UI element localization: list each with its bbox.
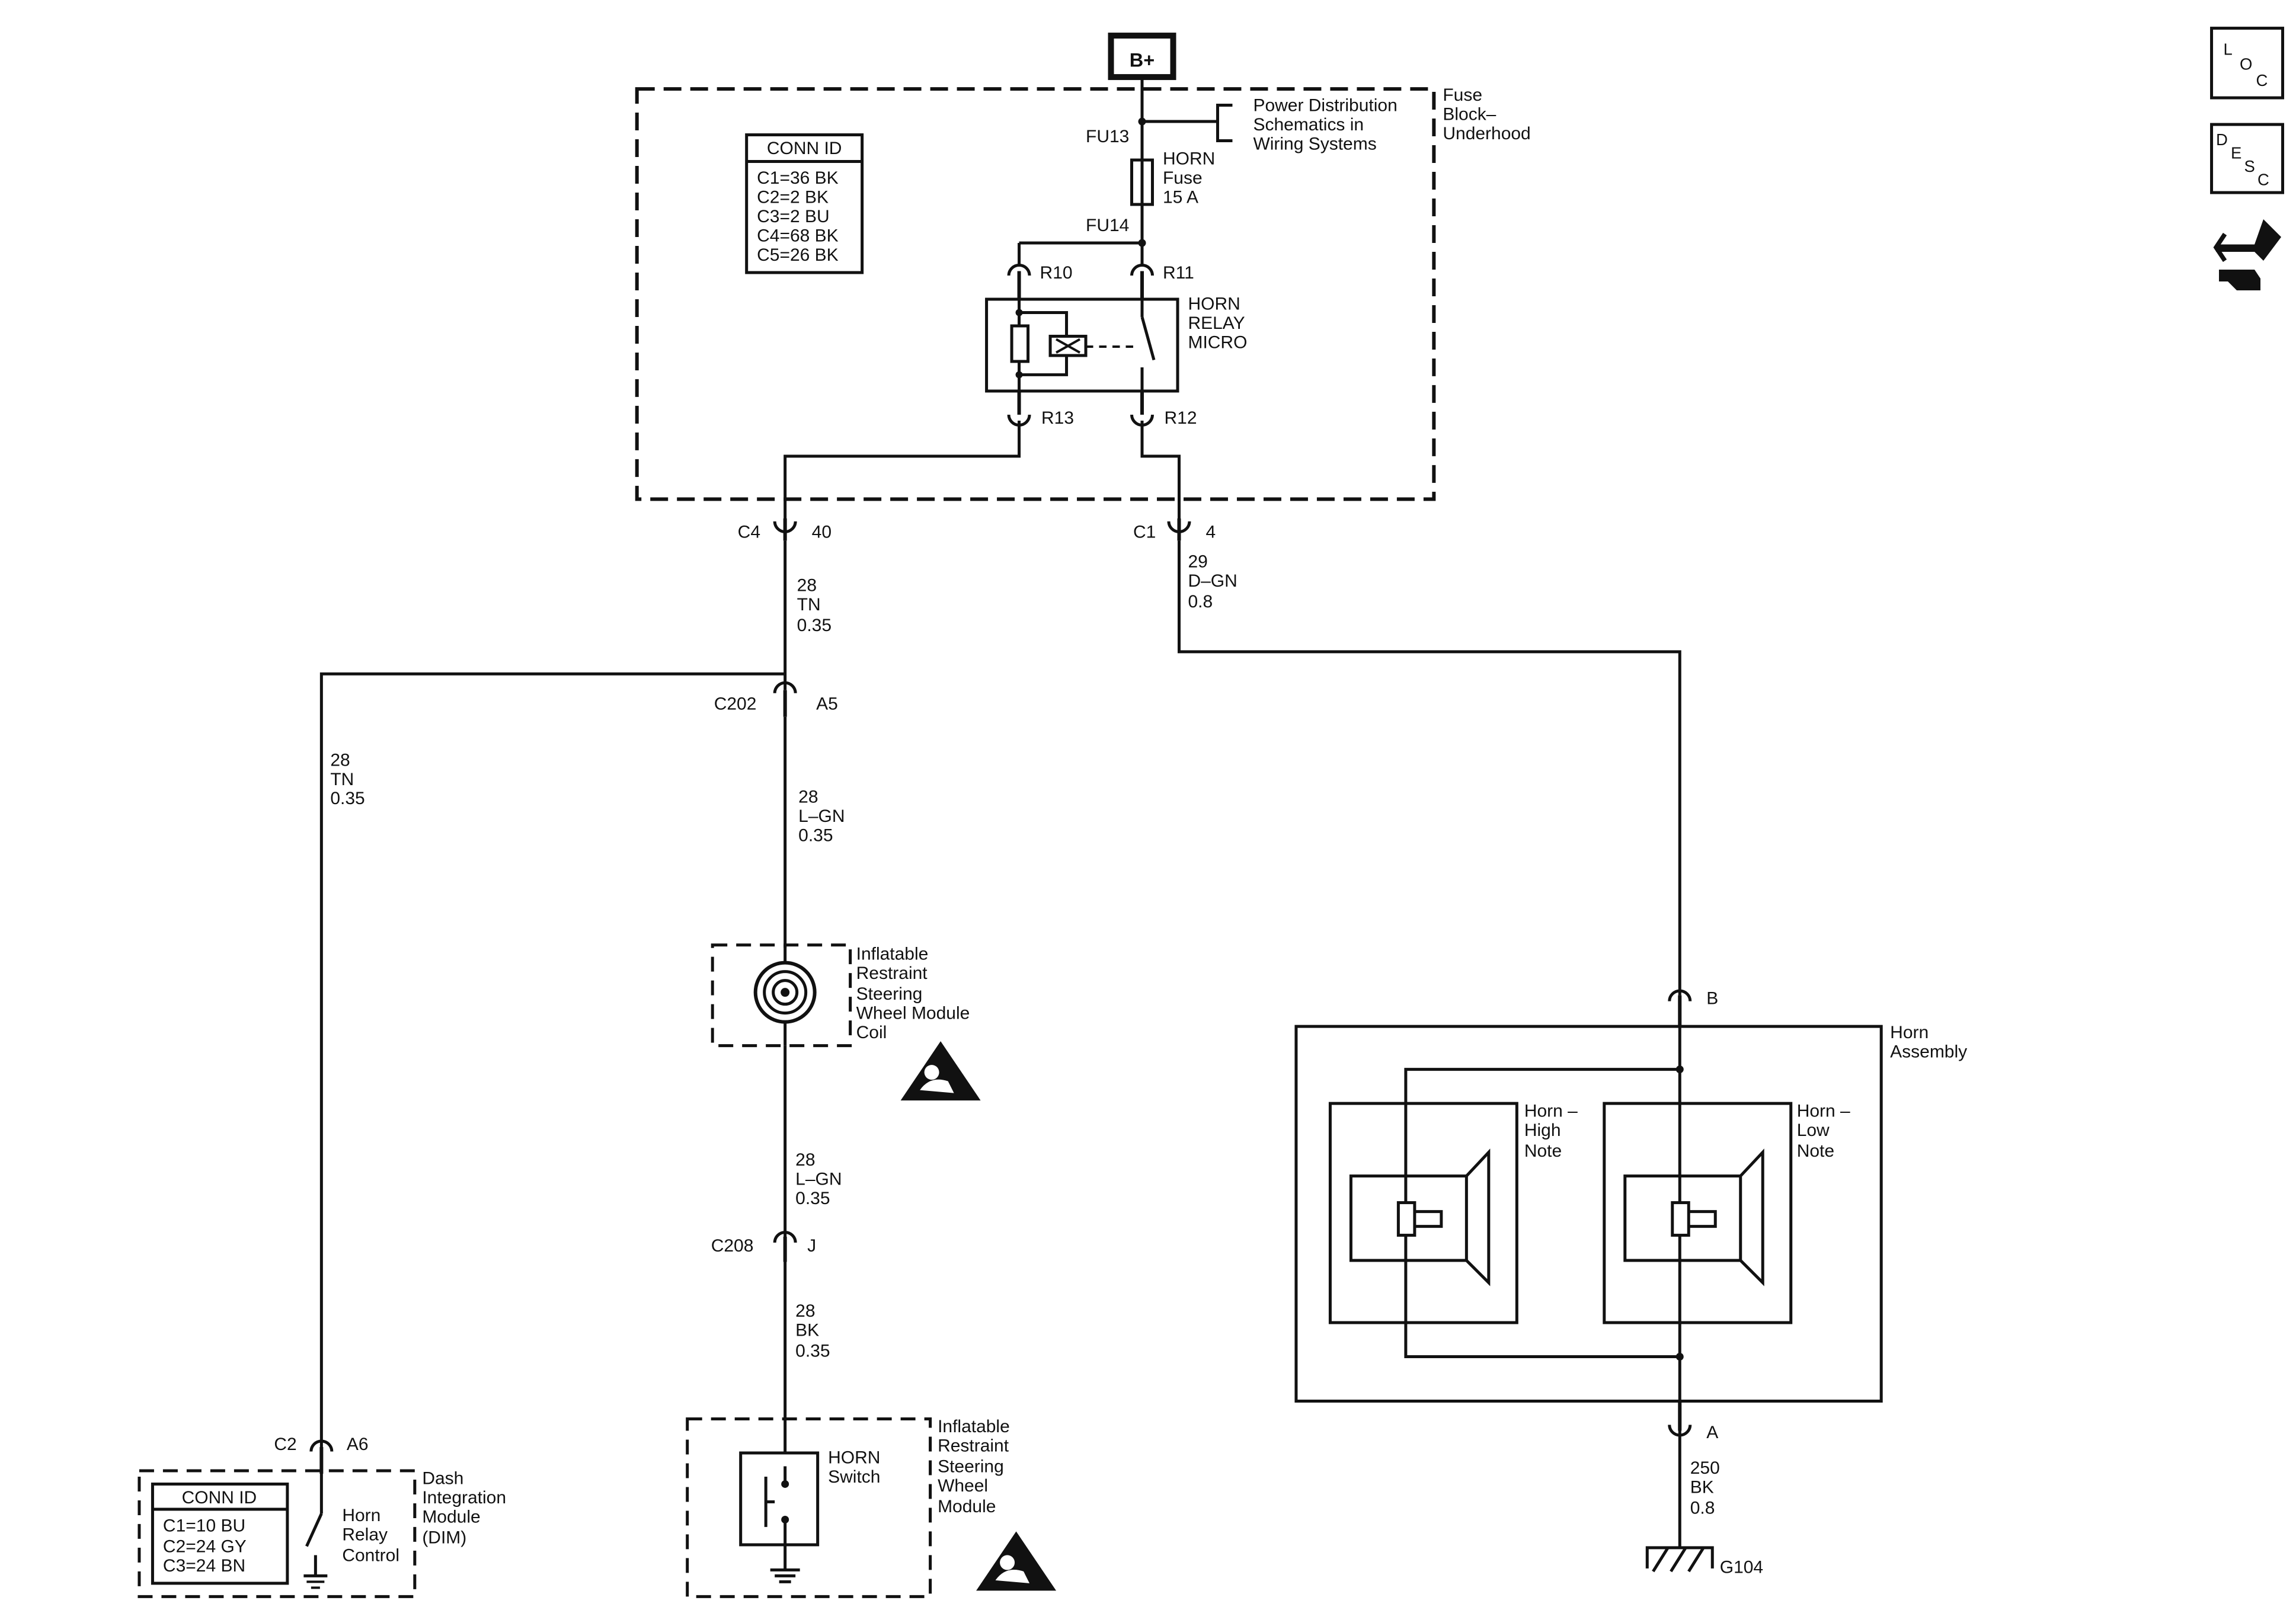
dim-label: Dash Integration Module (DIM) — [422, 1468, 511, 1547]
svg-text:E: E — [2231, 144, 2241, 162]
c4-connector: C4 — [738, 522, 760, 542]
horn-pin-b: B — [1706, 989, 1718, 1009]
power-distribution-ref[interactable]: Power Distribution Schematics in Wiring … — [1253, 96, 1402, 154]
loc-icon[interactable]: L O C — [2210, 27, 2285, 100]
conn-id-table-fuse-block: CONN ID C1=36 BK C2=2 BK C3=2 BU C4=68 B… — [745, 133, 864, 274]
horn-relay-control-switch — [303, 1473, 328, 1589]
wire-tn-label-2: 28 TN 0.35 — [330, 750, 364, 808]
svg-text:D: D — [2216, 130, 2228, 149]
coil-label: Inflatable Restraint Steering Wheel Modu… — [856, 945, 975, 1042]
desc-icon[interactable]: D E S C — [2210, 123, 2285, 194]
horn-relay — [985, 297, 1179, 393]
c202-connector: C202 — [714, 694, 757, 713]
battery-label: B+ — [1130, 50, 1155, 71]
wire-lgn-label-2: 28 L–GN 0.35 — [795, 1150, 847, 1208]
ground-symbol — [1645, 1546, 1714, 1573]
steering-wheel-module-label: Inflatable Restraint Steering Wheel Modu… — [938, 1417, 1015, 1516]
svg-text:O: O — [2240, 55, 2252, 73]
c4-pin: 40 — [812, 522, 832, 542]
c1-connector: C1 — [1133, 522, 1156, 542]
c1-pin: 4 — [1205, 522, 1216, 542]
horn-high-note-label: Horn – High Note — [1524, 1102, 1582, 1161]
svg-text:S: S — [2244, 157, 2255, 175]
horn-high-note — [1328, 1102, 1518, 1324]
wire-ground-label: 250 BK 0.8 — [1690, 1458, 1725, 1518]
dim-outline — [137, 1469, 417, 1598]
connector-end-view-icon[interactable] — [2213, 219, 2282, 290]
svg-text:C: C — [2257, 171, 2269, 189]
horn-fuse-label: HORN Fuse 15 A — [1163, 149, 1220, 207]
c2-connector: C2 — [274, 1435, 296, 1454]
ground-label: G104 — [1720, 1557, 1763, 1577]
wire-dgn-label: 29 D–GN 0.8 — [1188, 552, 1242, 611]
horn-assembly-outline — [1294, 1025, 1883, 1403]
c208-connector: C208 — [711, 1236, 754, 1256]
horn-low-note-label: Horn – Low Note — [1797, 1102, 1855, 1161]
horn-switch-label: HORN Switch — [828, 1448, 885, 1486]
svg-text:L: L — [2224, 40, 2233, 59]
horn-relay-control-label: Horn Relay Control — [342, 1506, 399, 1565]
svg-text:C: C — [2256, 71, 2268, 89]
airbag-warning-icon[interactable] — [976, 1531, 1057, 1591]
conn-id-table-dim: CONN ID C1=10 BU C2=24 GY C3=24 BN — [151, 1482, 289, 1585]
fu13-label: FU13 — [1086, 127, 1129, 146]
svg-text:C1=36 BK C2=2 BK C: C1=36 BK C2=2 BK C3=2 BU C4=68 BK C5=26 … — [757, 168, 843, 265]
c202-pin: A5 — [816, 694, 838, 713]
steering-wheel-module-outline — [686, 1417, 932, 1598]
pin-r11: R11 — [1163, 263, 1194, 283]
wire-lgn-label-1: 28 L–GN 0.35 — [798, 788, 850, 846]
fuse-block-outline — [635, 87, 1436, 501]
svg-text:CONN ID: CONN ID — [767, 139, 842, 158]
steering-wheel-coil — [711, 943, 852, 1048]
horn-assembly-label: Horn Assembly — [1890, 1023, 1967, 1061]
pin-r13: R13 — [1041, 408, 1074, 428]
pin-r10: R10 — [1040, 263, 1073, 283]
airbag-warning-icon[interactable] — [900, 1041, 981, 1101]
horn-switch — [739, 1451, 820, 1583]
wire-tn-label-1: 28 TN 0.35 — [797, 575, 832, 635]
c208-pin: J — [807, 1236, 816, 1256]
wire-bk-label: 28 BK 0.35 — [795, 1301, 830, 1361]
horn-relay-label: HORN RELAY MICRO — [1188, 294, 1249, 352]
c2-pin: A6 — [347, 1435, 369, 1454]
svg-text:CONN ID: CONN ID — [182, 1488, 257, 1507]
horn-pin-a: A — [1706, 1423, 1718, 1442]
fuse-block-label: Fuse Block– Underhood — [1443, 85, 1530, 143]
fu14-label: FU14 — [1086, 216, 1129, 235]
pin-r12: R12 — [1164, 408, 1197, 428]
horn-low-note — [1603, 1102, 1793, 1324]
svg-text:C1=10 BU C2=24 GY: C1=10 BU C2=24 GY C3=24 BN — [163, 1516, 251, 1575]
